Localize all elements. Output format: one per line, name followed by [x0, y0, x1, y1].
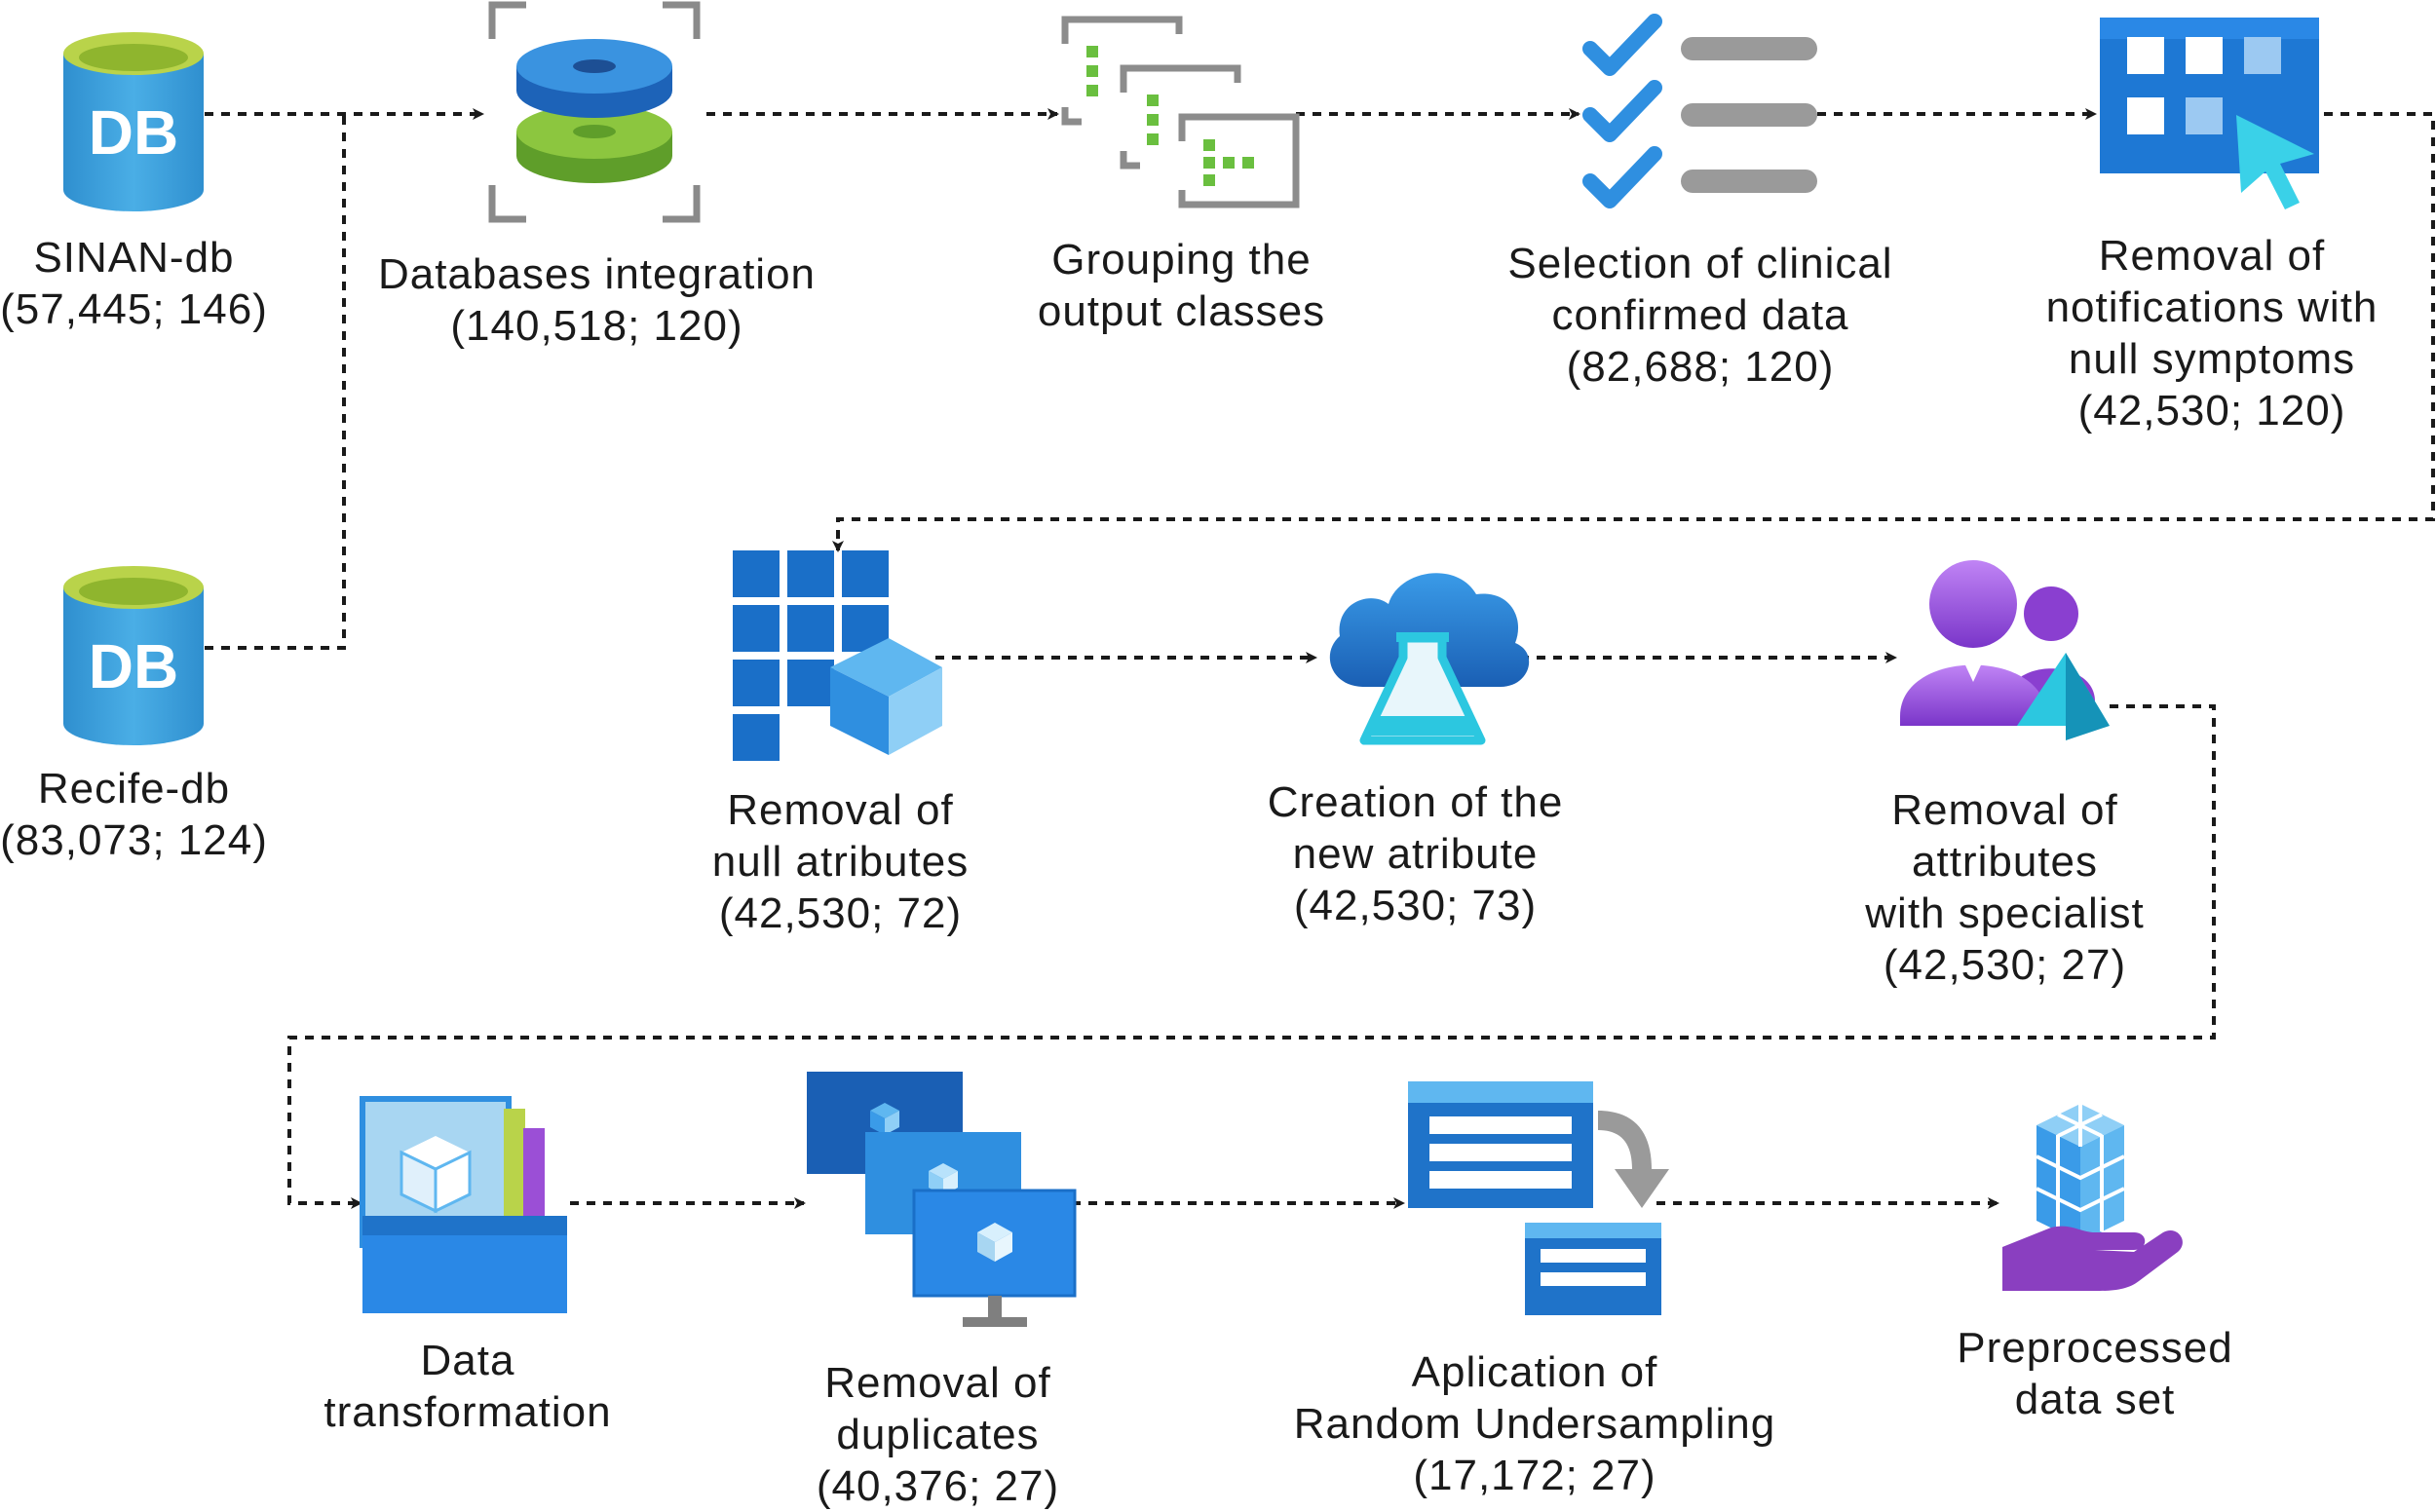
label-line: Databases integration: [377, 250, 817, 298]
label-line: Data: [420, 1337, 515, 1384]
database-integration-icon: [488, 1, 701, 223]
users-icon: [1900, 560, 2110, 740]
label-line: with specialist: [1865, 889, 2145, 937]
label-line: output classes: [1037, 287, 1326, 335]
hand-cubes-icon: [2002, 1104, 2183, 1291]
label-line: null symptoms: [2068, 335, 2356, 383]
sinan-db-label: SINAN-db(57,445; 146): [0, 232, 268, 335]
label-line: duplicates: [836, 1411, 1040, 1458]
stacked-monitors-icon: [807, 1072, 1077, 1327]
label-line: Creation of the: [1267, 778, 1564, 826]
label-line: new atribute: [1292, 830, 1539, 878]
connectors: [205, 108, 2435, 1209]
label-line: (40,376; 27): [816, 1462, 1060, 1510]
label-line: SINAN-db: [33, 234, 235, 282]
grouping-icon: [1061, 16, 1300, 208]
recife-db-label: Recife-db(83,073; 124): [0, 763, 268, 866]
connector-specialist-transformation: [287, 704, 2216, 1209]
cloud-flask-icon: [1329, 573, 1530, 745]
connector-nullsymptoms-nullattributes: [832, 112, 2435, 552]
window-arrow-icon: [1408, 1081, 1669, 1315]
label-line: confirmed data: [1551, 291, 1849, 339]
databases-integration-label: Databases integration(140,518; 120): [351, 248, 843, 352]
label-line: (82,688; 120): [1566, 343, 1835, 391]
label-line: Preprocessed: [1957, 1324, 2233, 1372]
label-line: (57,445; 146): [0, 285, 268, 333]
label-line: Recife-db: [37, 765, 231, 813]
label-line: (42,530; 72): [718, 889, 963, 937]
connector-recife-integration: [205, 114, 346, 650]
label-line: (83,073; 124): [0, 816, 268, 864]
grid-cursor-icon: [2100, 18, 2319, 209]
label-line: Random Undersampling: [1293, 1400, 1776, 1448]
label-line: Grouping the: [1051, 236, 1312, 284]
checklist-icon: [1582, 14, 1817, 208]
recife-database-icon: DB: [63, 566, 204, 745]
label-line: Removal of: [727, 786, 954, 834]
label-line: (42,530; 73): [1293, 882, 1538, 929]
data-box-icon: [360, 1096, 567, 1313]
label-line: (140,518; 120): [450, 302, 743, 350]
label-line: attributes: [1912, 838, 2098, 886]
label-line: (17,172; 27): [1413, 1452, 1656, 1499]
label-line: Removal of: [2098, 232, 2326, 280]
label-line: notifications with: [2045, 284, 2379, 331]
grid-cube-icon: [733, 550, 942, 761]
label-line: (42,530; 27): [1883, 941, 2127, 989]
label-line: Selection of clinical: [1507, 240, 1893, 287]
label-line: Aplication of: [1411, 1348, 1658, 1396]
sinan-database-icon: DB: [63, 32, 204, 211]
label-line: Removal of: [824, 1359, 1051, 1407]
label-line: (42,530; 120): [2077, 387, 2346, 435]
svg-text:DB: DB: [89, 97, 178, 168]
svg-text:DB: DB: [89, 631, 178, 701]
label-line: data set: [2014, 1376, 2176, 1423]
label-line: transformation: [324, 1388, 612, 1436]
label-line: null atributes: [711, 838, 970, 886]
label-line: Removal of: [1891, 786, 2118, 834]
